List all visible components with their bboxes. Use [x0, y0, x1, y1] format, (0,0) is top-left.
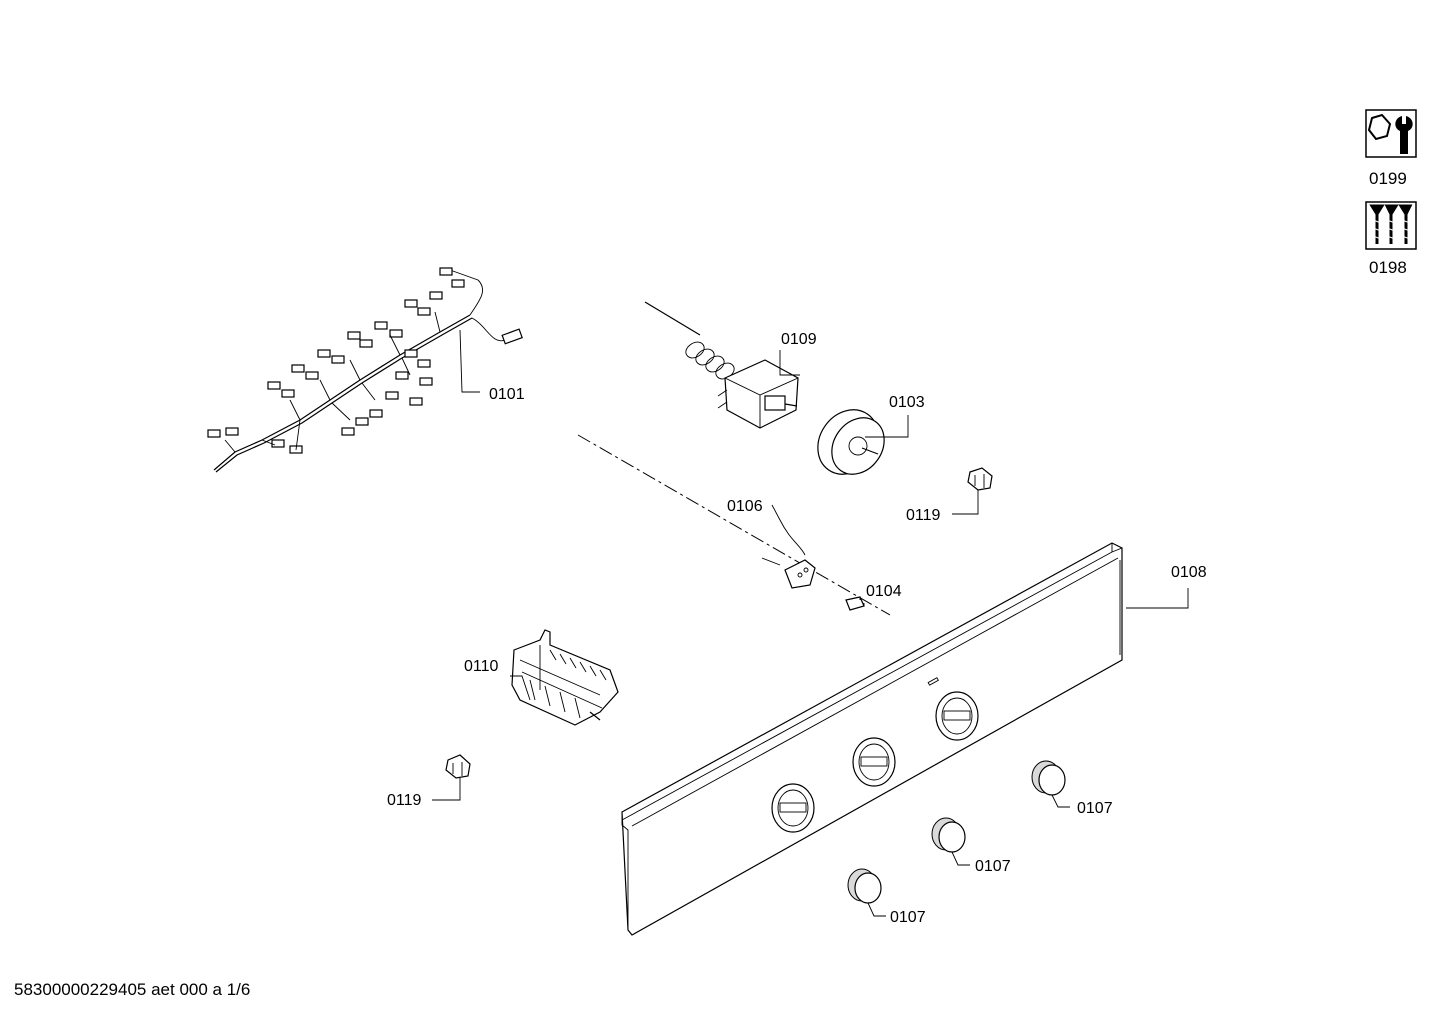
- clip-part-lower: [432, 754, 471, 801]
- timer-motor-part: [817, 409, 909, 475]
- clip-part-upper: [952, 467, 993, 515]
- document-id: 58300000229405 aet 000 a 1/6: [14, 980, 251, 999]
- icon-label-0199: 0199: [1369, 169, 1407, 188]
- panel-knob-hole-2: [852, 737, 896, 787]
- callout-0119-lower: 0119: [387, 792, 422, 809]
- callout-0119-upper: 0119: [906, 507, 941, 524]
- knob-part-1: [1031, 760, 1070, 808]
- callout-0110: 0110: [464, 658, 499, 675]
- callout-0107-1: 0107: [1077, 800, 1113, 817]
- control-panel-part: [621, 542, 1189, 936]
- harness-connectors: [207, 267, 465, 454]
- callout-0107-2: 0107: [975, 858, 1011, 875]
- callout-0106: 0106: [727, 498, 763, 515]
- assembly-axis-line: [577, 434, 891, 616]
- panel-knob-hole-3: [935, 691, 979, 741]
- knob-part-3: [847, 868, 886, 917]
- spacer-part: [845, 596, 865, 611]
- panel-knob-hole-1: [771, 783, 815, 833]
- thermostat-part: [644, 301, 800, 429]
- callout-0101: 0101: [489, 386, 525, 403]
- callout-0103: 0103: [889, 394, 925, 411]
- callout-0109: 0109: [781, 331, 817, 348]
- wrench-nut-icon[interactable]: [1365, 109, 1417, 158]
- callout-0108: 0108: [1171, 564, 1207, 581]
- selector-switch-part: [510, 629, 619, 726]
- wiring-harness-part: [207, 267, 523, 473]
- sensor-part: [761, 504, 816, 589]
- icon-label-0198: 0198: [1369, 258, 1407, 277]
- knob-part-2: [931, 817, 970, 866]
- screws-icon[interactable]: [1365, 201, 1417, 250]
- callout-0107-3: 0107: [890, 909, 926, 926]
- callout-0104: 0104: [866, 583, 902, 600]
